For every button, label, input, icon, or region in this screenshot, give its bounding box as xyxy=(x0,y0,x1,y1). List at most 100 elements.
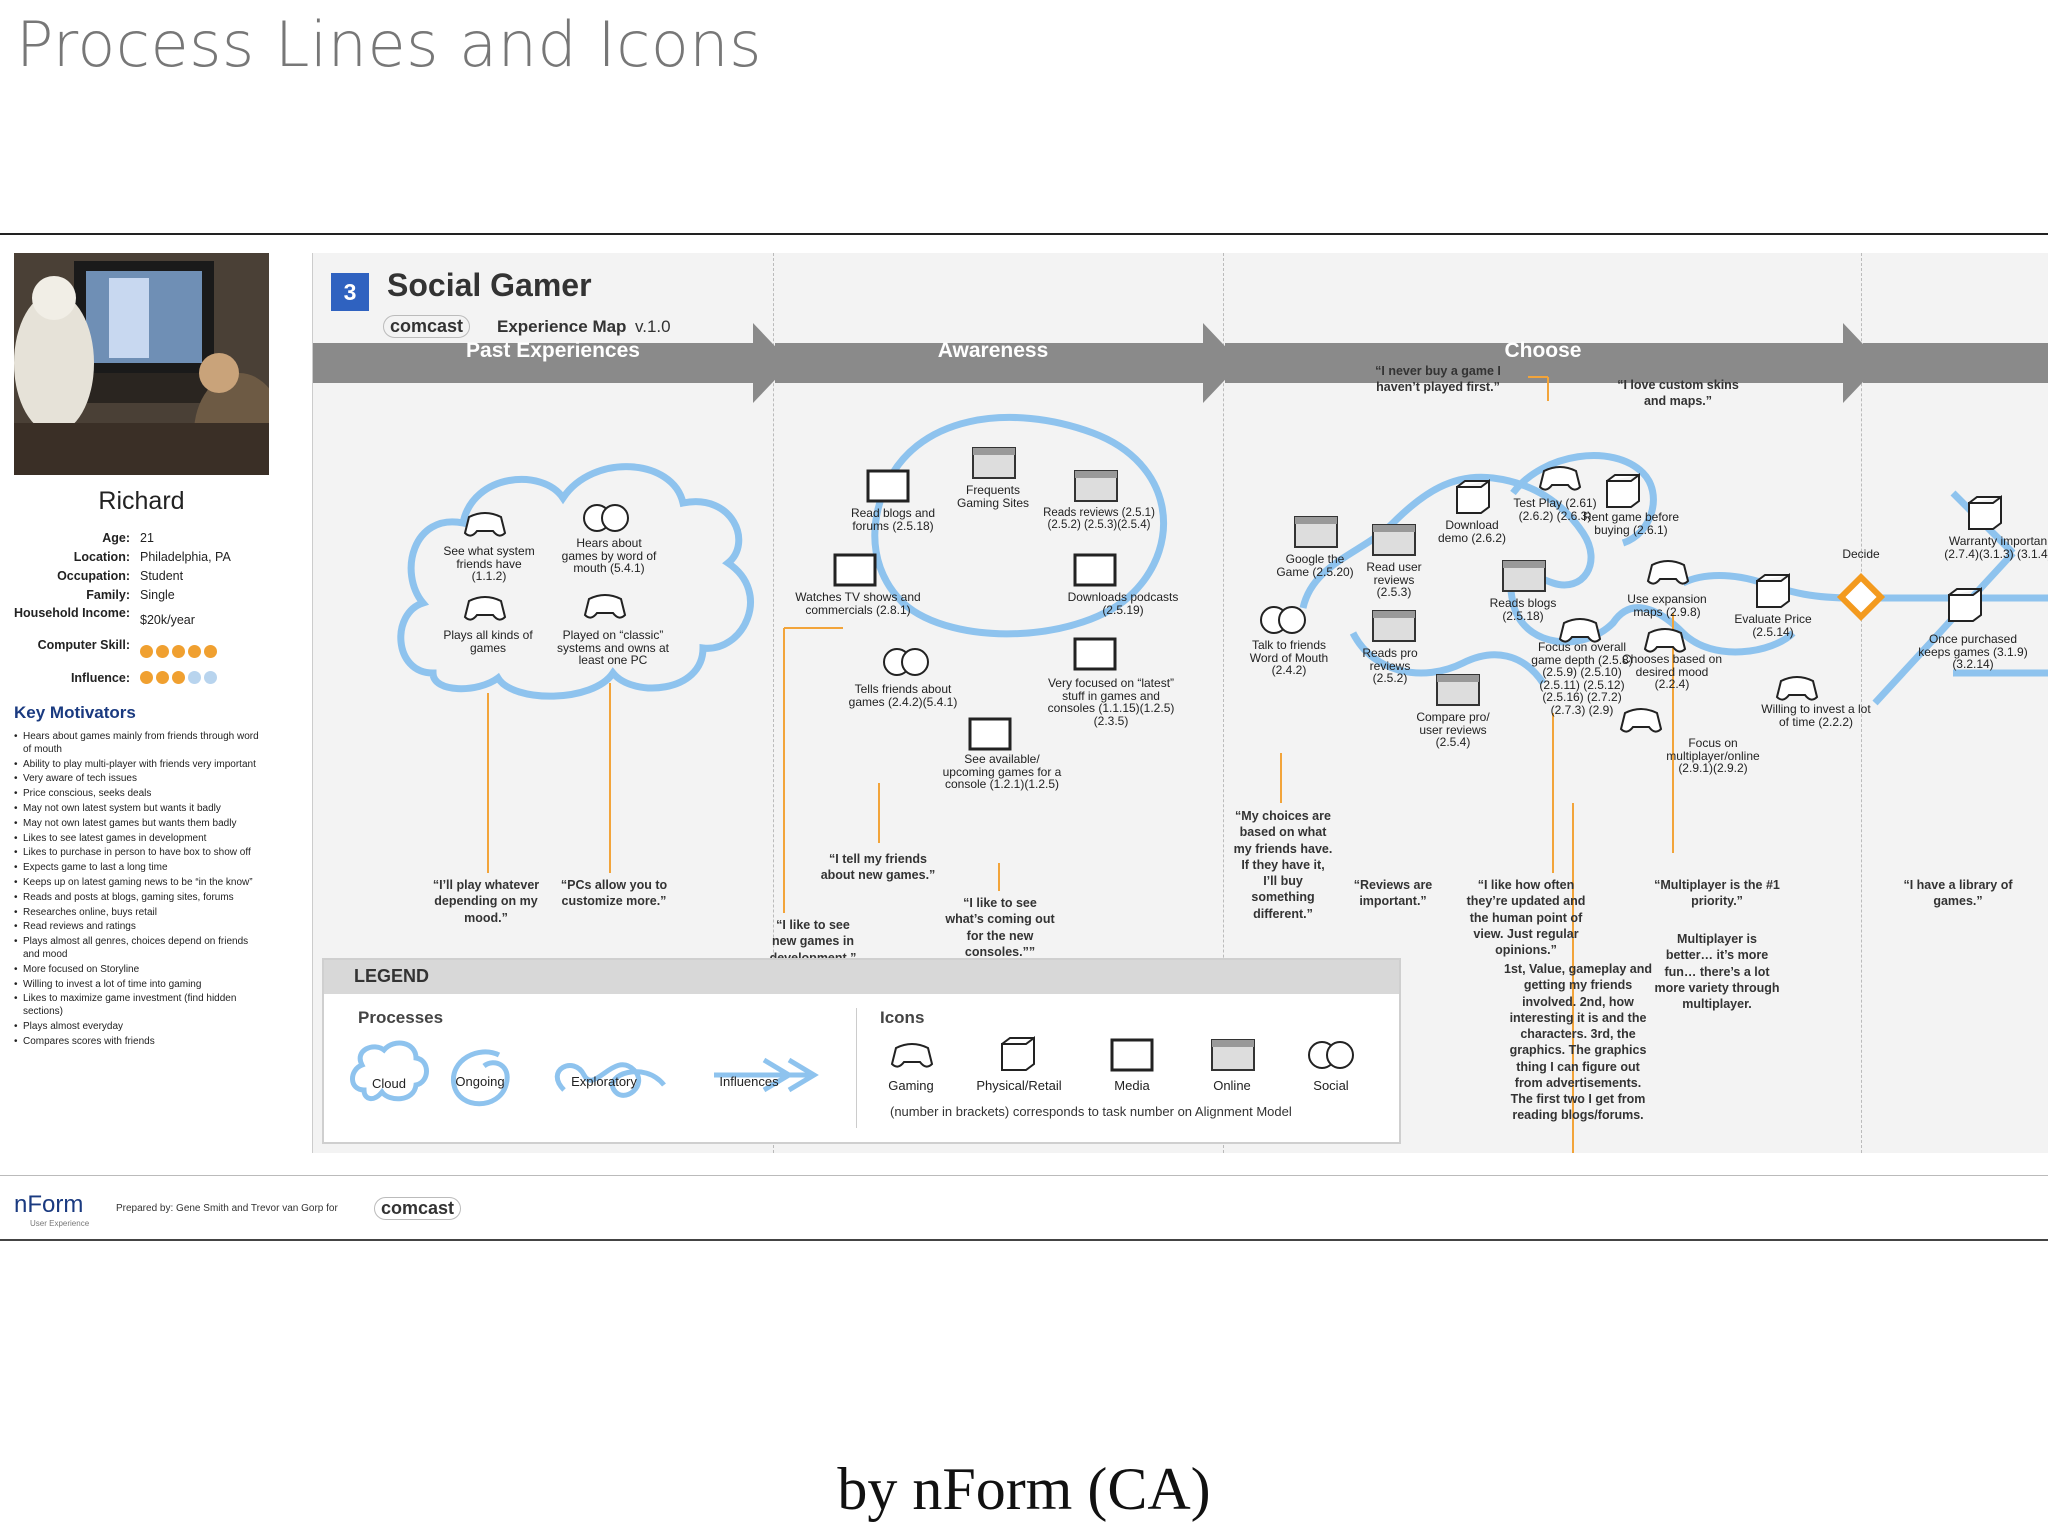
gamepad-icon xyxy=(890,1038,934,1077)
step-label: Willing to invest a lot of time (2.2.2) xyxy=(1761,702,1871,729)
step-label: Hears about games by word of mouth (5.4.… xyxy=(561,536,657,576)
list-item: Read reviews and ratings xyxy=(14,921,266,934)
online-icon xyxy=(1501,559,1547,598)
quote: “My choices are based on what my friends… xyxy=(1233,809,1333,921)
social-icon xyxy=(1258,603,1308,642)
persona-label: Family: xyxy=(86,588,130,602)
step-label: Test Play (2.61)(2.6.2) (2.6.3) xyxy=(1513,496,1597,523)
gamepad-icon xyxy=(1775,671,1819,710)
list-item: More focused on Storyline xyxy=(14,964,266,977)
list-item: Willing to invest a lot of time into gam… xyxy=(14,979,266,992)
persona-photo xyxy=(14,253,269,475)
quote: “I like how often they’re updated and th… xyxy=(1466,878,1586,957)
step-label: Google the Game (2.5.20) xyxy=(1276,552,1354,579)
quote: “Multiplayer is the #1 priority.” xyxy=(1654,878,1780,909)
step-label: Rent game before buying (2.6.1) xyxy=(1582,510,1680,537)
cloud-process-icon xyxy=(350,1040,429,1102)
list-item: Compares scores with friends xyxy=(14,1036,266,1049)
rating-dot xyxy=(172,671,185,684)
phase-arrows xyxy=(313,323,2048,403)
rating-dot xyxy=(172,645,185,658)
quote: Multiplayer is better… it’s more fun… th… xyxy=(1654,932,1780,1011)
phase-arrow-next xyxy=(1863,343,2048,383)
persona-label: Location: xyxy=(73,550,130,564)
online-icon xyxy=(1073,469,1119,508)
quote: “I like to see what’s coming out for the… xyxy=(945,896,1055,959)
quote-connectors xyxy=(487,376,1674,1153)
quote: “I’ll play whatever depending on my mood… xyxy=(432,878,540,925)
gamepad-icon xyxy=(1646,555,1690,594)
process-lines-svg xyxy=(313,323,2048,1153)
quote: “I have a library of games.” xyxy=(1903,878,2013,909)
gamepad-icon xyxy=(463,591,507,630)
step-label: Reads reviews (2.5.1)(2.5.2) (2.5.3)(2.5… xyxy=(1043,507,1155,532)
phase-label: Past Experiences xyxy=(466,339,640,362)
nform-logo: nForm xyxy=(14,1191,84,1218)
list-item: Likes to see latest games in development xyxy=(14,833,266,846)
step-label: Once purchased keeps games (3.1.9)(3.2.1… xyxy=(1918,632,2028,672)
step-label: Plays all kinds of games xyxy=(443,628,533,655)
legend-process-label: Influences xyxy=(719,1074,779,1089)
online-icon xyxy=(1293,515,1339,554)
media-icon xyxy=(833,553,877,592)
ongoing-process xyxy=(871,414,1167,638)
gamepad-icon xyxy=(463,507,507,546)
list-item: Reads and posts at blogs, gaming sites, … xyxy=(14,892,266,905)
quote: “I tell my friends about new games.” xyxy=(820,852,936,883)
online-icon xyxy=(1435,673,1481,712)
step-label: Focus on multiplayer/online (2.9.1)(2.9.… xyxy=(1666,736,1760,776)
step-label: Download demo (2.6.2) xyxy=(1437,518,1507,545)
influences-process-icon xyxy=(714,1057,819,1093)
persona-value: Single xyxy=(140,588,175,602)
step-label: Downloads podcasts (2.5.19) xyxy=(1067,590,1179,617)
step-label: Use expansion maps (2.9.8) xyxy=(1627,592,1707,619)
phase-label: Awareness xyxy=(937,339,1049,362)
legend-process-label: Cloud xyxy=(372,1076,406,1091)
legend-process-label: Exploratory xyxy=(571,1074,637,1089)
social-icon xyxy=(881,645,931,684)
step-label: Reads pro reviews (2.5.2) xyxy=(1362,646,1418,686)
gamepad-icon xyxy=(1643,623,1687,662)
persona-label: Occupation: xyxy=(57,569,130,583)
ongoing-process-icon xyxy=(451,1049,510,1107)
legend-header xyxy=(324,960,1399,994)
persona-label: Age: xyxy=(102,531,130,545)
key-motivators-list: Hears about games mainly from friends th… xyxy=(14,731,266,1051)
exploratory-process-icon xyxy=(554,1062,666,1098)
persona-value: 21 xyxy=(140,531,154,545)
step-label: See what system friends have (1.1.2) xyxy=(443,544,535,584)
persona-name: Richard xyxy=(98,487,185,515)
step-label: Played on “classic” systems and owns at … xyxy=(556,628,670,668)
phase-arrow-past xyxy=(313,323,791,403)
rating-dot xyxy=(156,645,169,658)
map-version: v.1.0 xyxy=(635,317,671,336)
nform-logo-sub: User Experience xyxy=(30,1219,90,1228)
online-icon xyxy=(971,446,1017,485)
persona-value: Philadelphia, PA xyxy=(140,550,231,564)
list-item: Likes to purchase in person to have box … xyxy=(14,847,266,860)
step-label: Decide xyxy=(1842,547,1880,561)
rating-dot xyxy=(188,645,201,658)
quote: “PCs allow you to customize more.” xyxy=(560,878,668,909)
online-icon xyxy=(1371,523,1417,562)
legend-icon-label: Media xyxy=(1114,1078,1150,1093)
legend-icon-label: Social xyxy=(1313,1078,1349,1093)
list-item: Likes to maximize game investment (find … xyxy=(14,993,266,1019)
online-icon xyxy=(1210,1038,1256,1077)
step-label: Reads blogs (2.5.18) xyxy=(1489,596,1557,623)
social-icon xyxy=(581,501,631,540)
comcast-logo-footer: comcast xyxy=(374,1197,462,1220)
influence-rating xyxy=(140,671,220,689)
legend-icons-title: Icons xyxy=(880,1008,925,1027)
legend-process-label: Ongoing xyxy=(455,1074,505,1089)
online-icon xyxy=(1371,609,1417,648)
influence-label: Influence: xyxy=(70,671,130,685)
list-item: Hears about games mainly from friends th… xyxy=(14,731,266,757)
step-label: Read user reviews (2.5.3) xyxy=(1366,560,1422,600)
prepared-by: Prepared by: Gene Smith and Trevor van G… xyxy=(116,1203,338,1214)
step-label: Tells friends about games (2.4.2)(5.4.1) xyxy=(848,682,958,709)
legend-icon-label: Online xyxy=(1213,1078,1251,1093)
phase-arrow-choose xyxy=(1225,323,1881,403)
retail-box-icon xyxy=(1965,495,2005,536)
retail-box-icon xyxy=(1945,587,1985,628)
